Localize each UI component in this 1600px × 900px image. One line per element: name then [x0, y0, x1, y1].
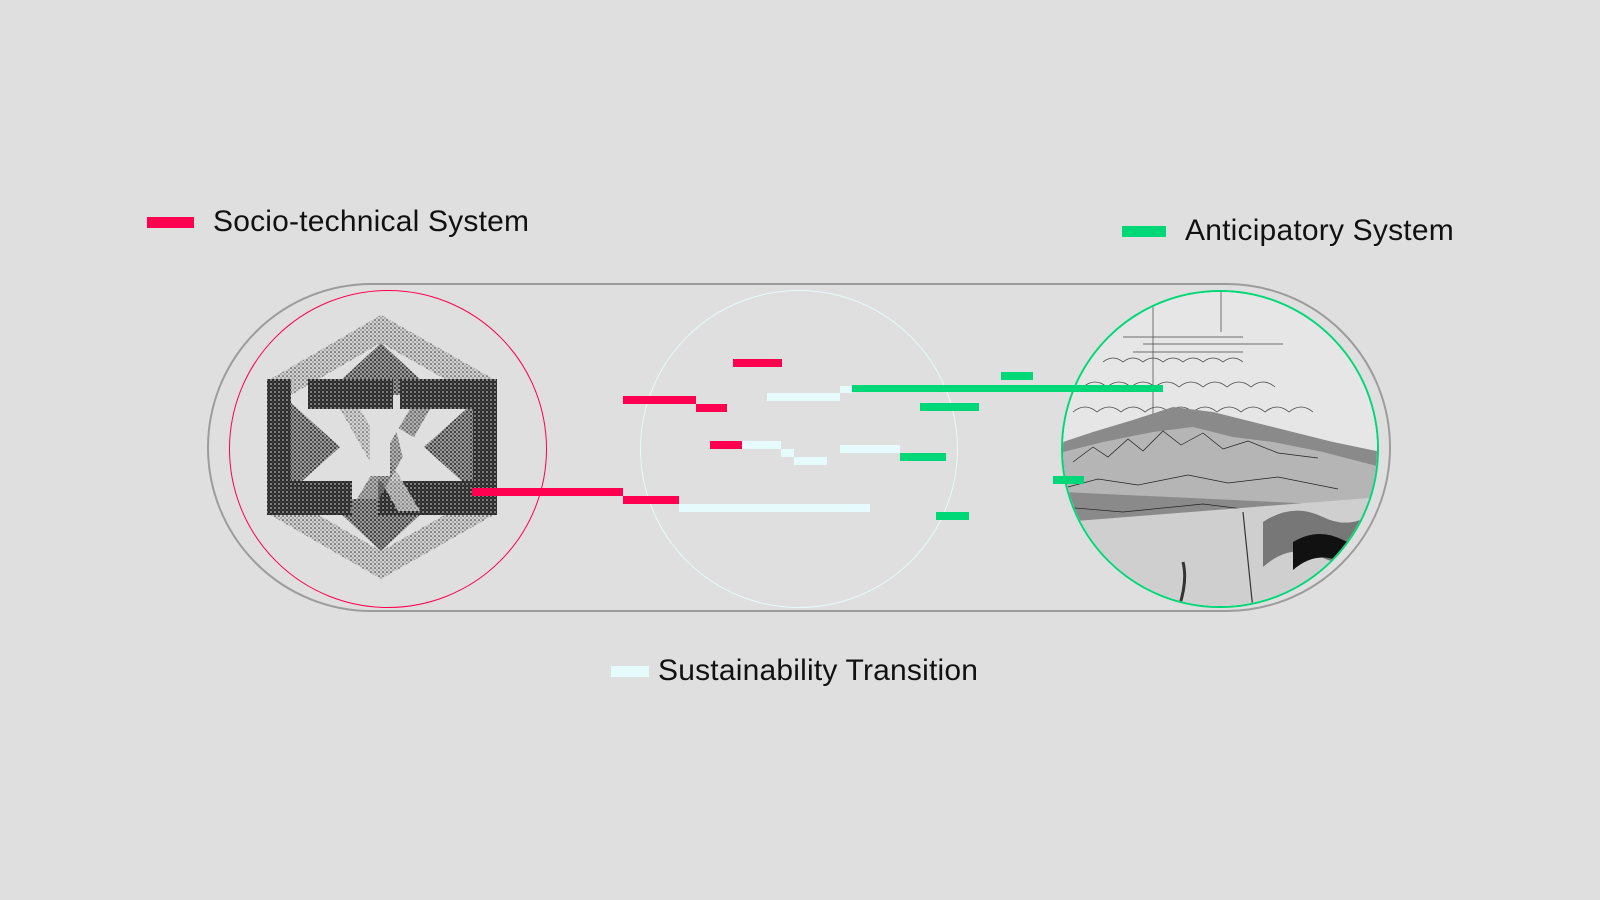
bar-anticipatory	[1053, 476, 1084, 484]
bar-anticipatory	[1001, 372, 1033, 380]
legend-label-socio-technical: Socio-technical System	[213, 205, 530, 238]
bar-socio-technical	[623, 496, 679, 504]
impossible-hexagon-illustration	[267, 315, 497, 579]
system-container-pill	[207, 283, 1391, 612]
legend-socio-technical: Socio-technical System	[147, 205, 529, 239]
bar-socio-technical	[623, 396, 696, 404]
legend-label-anticipatory: Anticipatory System	[1185, 214, 1454, 247]
bar-sustainability	[781, 449, 794, 457]
landscape-cross-section-illustration	[1063, 292, 1377, 606]
sustainability-transition-circle	[640, 290, 958, 608]
legend-anticipatory: Anticipatory System	[1122, 214, 1454, 248]
socio-technical-circle	[229, 290, 547, 608]
bar-sustainability	[742, 441, 781, 449]
bar-anticipatory	[936, 512, 969, 520]
legend-label-sustainability: Sustainability Transition	[658, 654, 979, 687]
bar-socio-technical	[710, 441, 742, 449]
bar-socio-technical	[733, 359, 782, 367]
bar-sustainability	[840, 445, 900, 453]
bar-sustainability	[679, 504, 870, 512]
bar-sustainability	[840, 386, 852, 393]
bar-sustainability	[767, 393, 840, 401]
legend-swatch-anticipatory	[1122, 225, 1166, 237]
bar-sustainability	[794, 457, 827, 465]
bar-anticipatory	[920, 403, 979, 411]
bar-anticipatory	[900, 453, 946, 461]
legend-swatch-sustainability	[611, 665, 649, 677]
anticipatory-circle	[1061, 290, 1379, 608]
bar-socio-technical	[696, 404, 727, 412]
bar-socio-technical	[472, 488, 623, 496]
legend-sustainability: Sustainability Transition	[611, 654, 978, 688]
legend-swatch-socio-technical	[147, 216, 194, 228]
bar-anticipatory	[852, 385, 1163, 392]
